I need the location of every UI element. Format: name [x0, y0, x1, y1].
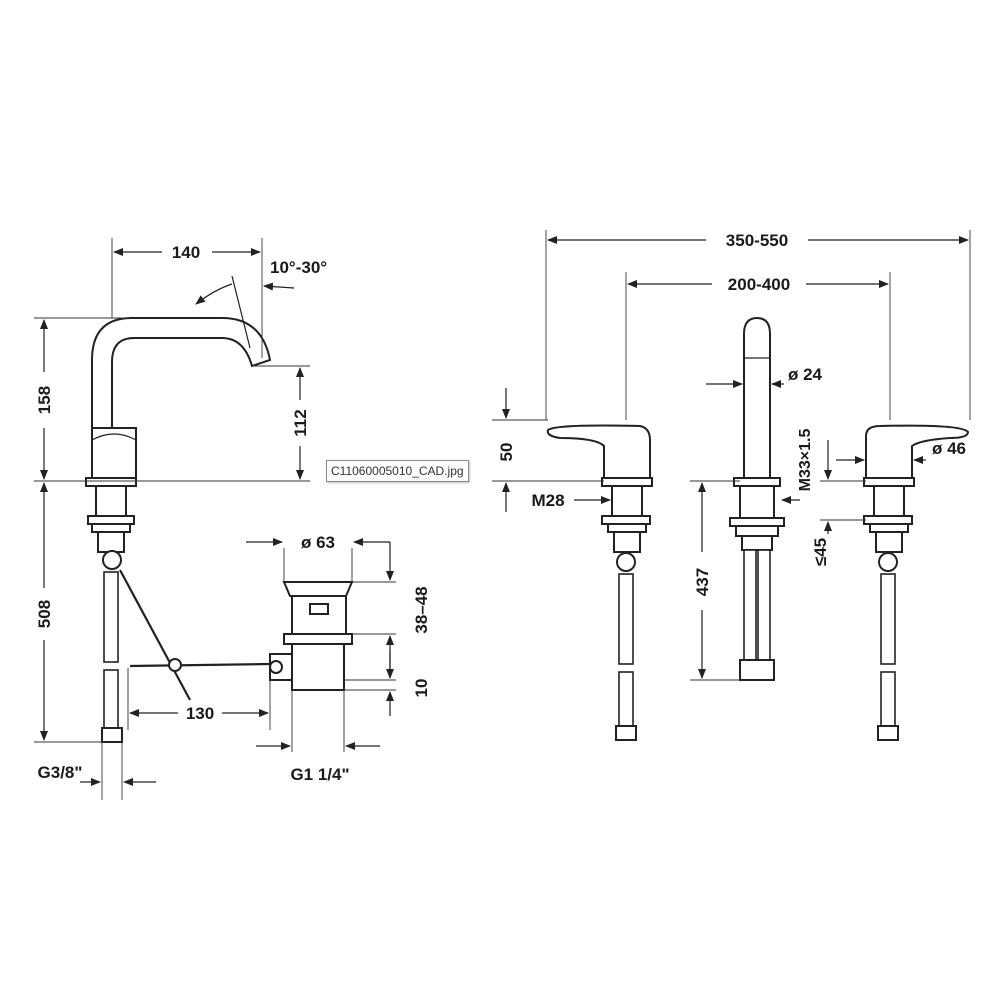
single-hole-tap: 140 10°-30° 158 112 508 G3/8" 130 ø 63 3…: [34, 238, 431, 800]
deck-flange: [85, 477, 137, 487]
handle-diameter-label: ø 46: [932, 439, 966, 458]
waste-offset-label: 10: [412, 679, 431, 698]
left-handle: [546, 424, 653, 741]
waste-valve: [269, 581, 354, 691]
image-filename-tooltip: C11060005010_CAD.jpg: [326, 460, 469, 482]
supply-hose: [103, 571, 119, 663]
hose-length-label: 437: [693, 568, 712, 596]
waste-clamp-range-label: 38–48: [412, 586, 431, 633]
clamp-max-label: ≤45: [811, 538, 830, 566]
connector-nut: [102, 550, 122, 570]
right-handle: [863, 424, 970, 741]
handle-thread-label: M28: [531, 491, 564, 510]
spout-height-label: 112: [291, 409, 310, 436]
waste-thread-label: G1 1/4": [290, 765, 349, 784]
tap-spout: [91, 317, 272, 431]
three-hole-tap: 350-550 200-400 ø 24 50 M28 M33×1.5 ø 46…: [492, 230, 971, 741]
centre-spout: [729, 316, 785, 681]
waste-rod-length-label: 130: [186, 704, 214, 723]
hose-thread-label: G3/8": [38, 763, 83, 782]
below-deck-length-label: 508: [35, 600, 54, 628]
popup-rod: [119, 569, 191, 701]
total-height-label: 158: [35, 386, 54, 414]
spout-reach-label: 140: [172, 243, 200, 262]
handle-height-label: 50: [497, 443, 516, 462]
overall-width-label: 350-550: [726, 231, 788, 250]
spout-thread-label: M33×1.5: [797, 429, 814, 492]
waste-diameter-label: ø 63: [301, 533, 335, 552]
swivel-angle-label: 10°-30°: [270, 258, 327, 277]
spout-diameter-label: ø 24: [788, 365, 823, 384]
tap-body: [91, 427, 137, 479]
handle-spacing-label: 200-400: [728, 275, 790, 294]
